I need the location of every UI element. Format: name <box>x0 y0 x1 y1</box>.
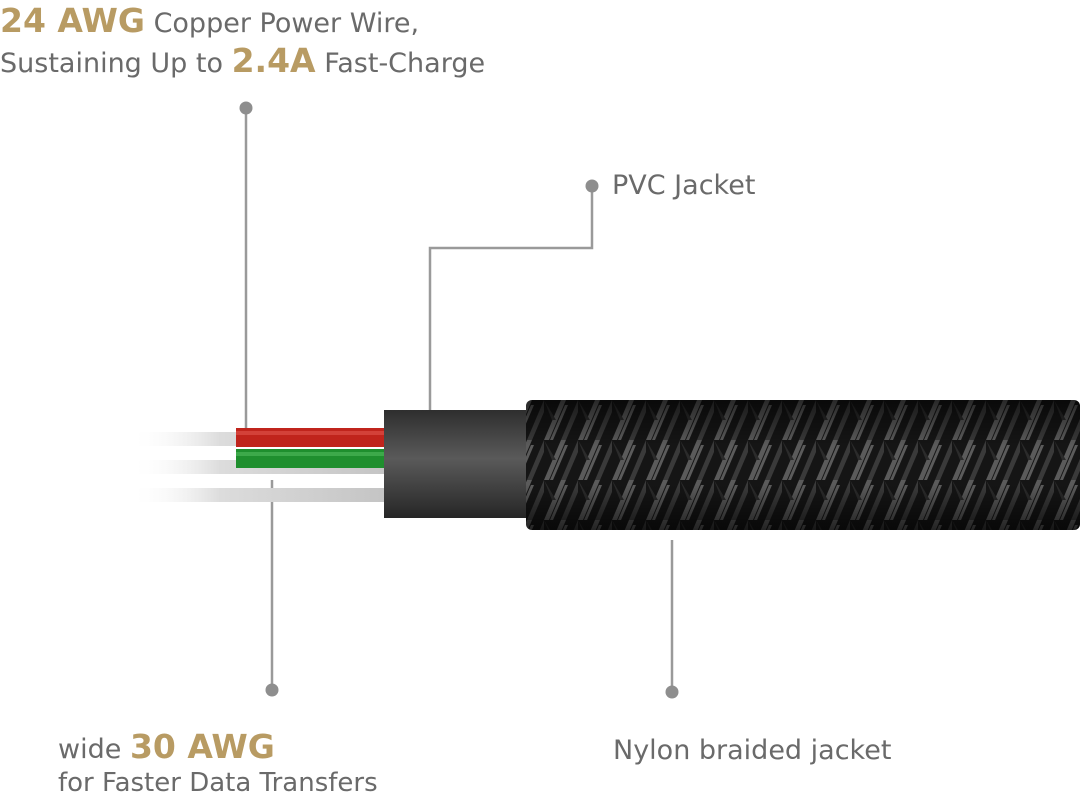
sustain-suffix: Fast-Charge <box>324 48 486 79</box>
data-wire-prefix: wide <box>58 734 122 765</box>
red-power-wire <box>236 428 388 447</box>
pvc-leader-line <box>428 186 594 410</box>
pvc-jacket-label: PVC Jacket <box>612 170 756 201</box>
nylon-jacket-label: Nylon braided jacket <box>613 735 892 766</box>
power-wire-label: 24 AWG Copper Power Wire, <box>0 4 419 37</box>
data-wire-description: for Faster Data Transfers <box>58 768 378 798</box>
pvc-leader-dot <box>585 179 599 193</box>
power-sustain-label: Sustaining Up to 2.4A Fast-Charge <box>0 44 485 77</box>
silver-wire-bottom <box>130 488 388 502</box>
red-wire-highlight <box>236 431 388 435</box>
green-power-wire <box>236 449 388 468</box>
sustain-prefix: Sustaining Up to <box>0 48 223 79</box>
green-wire-highlight <box>236 452 388 456</box>
data-wire-label: wide 30 AWG <box>58 730 275 763</box>
power-leader-dot <box>239 101 253 115</box>
leader-dots <box>239 101 679 699</box>
braid-shading <box>526 400 1080 530</box>
nylon-leader-dot <box>665 685 679 699</box>
pvc-jacket <box>384 410 530 518</box>
power-wires <box>236 428 388 468</box>
amperage-value: 2.4A <box>231 41 316 80</box>
power-wire-description: Copper Power Wire, <box>153 8 420 39</box>
nylon-braided-jacket <box>526 400 1080 530</box>
data-awg-value: 30 AWG <box>129 727 275 766</box>
power-awg-value: 24 AWG <box>0 1 145 40</box>
data-leader-dot <box>265 683 279 697</box>
leader-lines <box>244 108 674 692</box>
